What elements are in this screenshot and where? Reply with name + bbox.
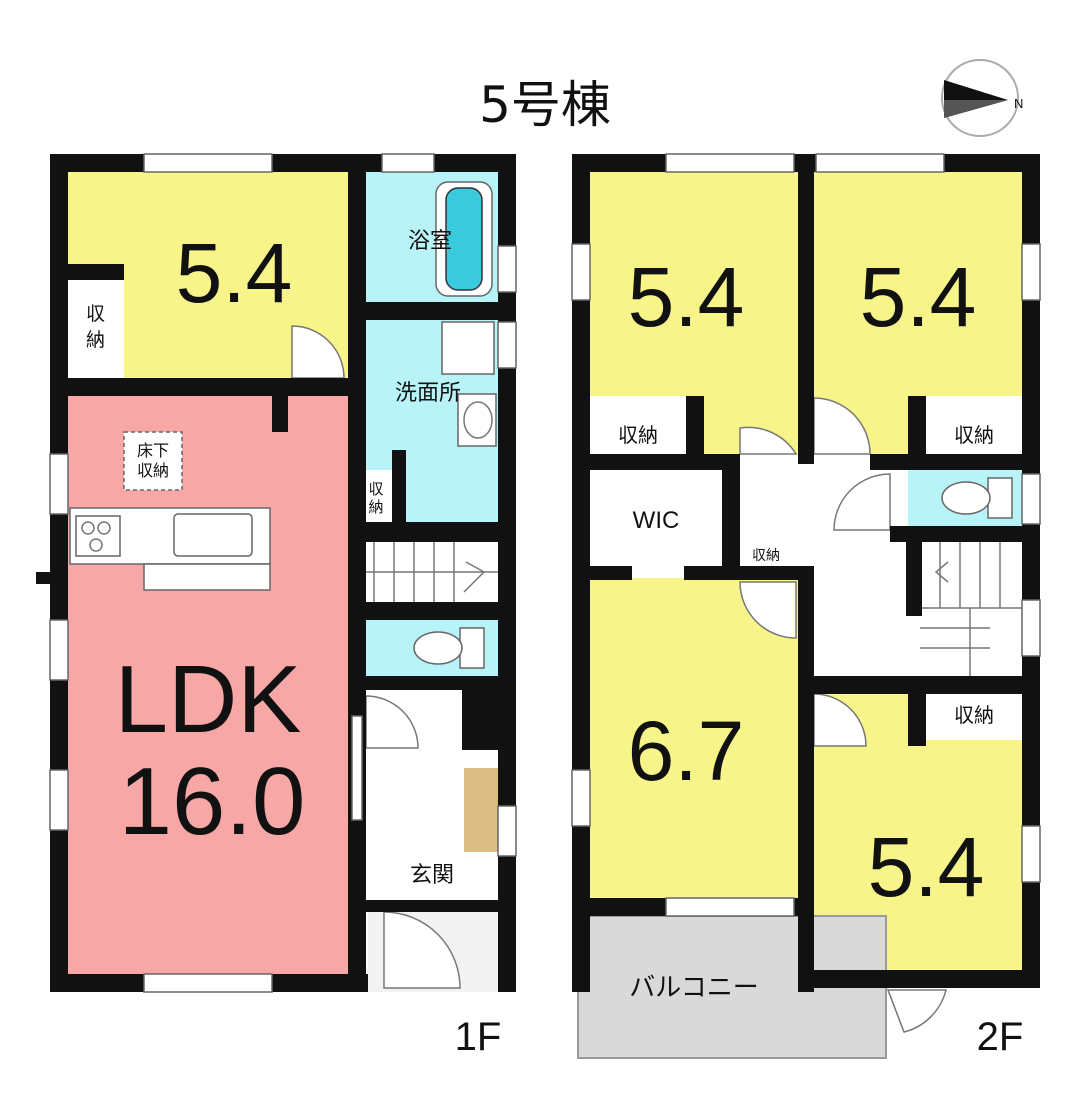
building-title: 5号棟 xyxy=(479,76,611,134)
f1-window-left-2 xyxy=(49,619,69,681)
stove-icon xyxy=(75,515,121,557)
sink-icon xyxy=(173,513,253,557)
f1-bath-label: 浴室 xyxy=(408,229,452,254)
f2-hall-storage xyxy=(738,524,794,568)
f1-entry-step xyxy=(464,768,498,852)
f2-storage-a xyxy=(590,396,686,454)
f1-entrance-label: 玄関 xyxy=(410,863,454,888)
f2-storage-b xyxy=(926,396,1022,454)
f1-level-label: 1F xyxy=(455,1015,502,1059)
washing-machine-spot xyxy=(441,321,495,375)
f1-ldk-name: LDK xyxy=(115,646,302,753)
f1-closet-left-label: 収納 xyxy=(86,303,105,351)
f1-window-bath xyxy=(497,245,517,293)
f2-bedroom-a-size: 5.4 xyxy=(628,250,745,344)
compass-label: N xyxy=(1014,96,1023,111)
f2-window-b-right xyxy=(1021,243,1041,301)
f1-entry-storage-label: 収納 xyxy=(470,701,489,747)
f2-bedroom-d-size: 5.4 xyxy=(868,820,985,914)
f2-bedroom-c-size: 6.7 xyxy=(628,704,745,798)
f1-closet-left xyxy=(68,280,124,378)
f1-bedroom-door xyxy=(291,325,345,379)
f2-window-stairs xyxy=(1021,599,1041,657)
f2-balcony-door xyxy=(886,989,947,1033)
f2-hall-storage-label: 収納 xyxy=(752,548,780,564)
f2-window-a-top xyxy=(665,153,795,173)
f2-bedroom-b-door xyxy=(813,397,871,455)
f2-bedroom-d-door xyxy=(813,693,867,747)
toilet-icon-2f xyxy=(941,477,1013,519)
toilet-icon xyxy=(413,627,485,669)
f1-stair-lines xyxy=(354,542,498,602)
f2-wic xyxy=(590,470,722,568)
f1-window-bath-top xyxy=(381,153,435,173)
f2-wic-label: WIC xyxy=(633,507,680,534)
f2-window-a-left xyxy=(571,243,591,301)
f2-storage-d xyxy=(926,694,1022,740)
f2-bedroom-c-door xyxy=(739,581,797,639)
f2-window-c-left xyxy=(571,769,591,827)
f1-hall-door xyxy=(365,695,419,749)
washbasin-bowl xyxy=(463,401,493,439)
f2-toilet-door xyxy=(833,473,891,531)
f1-ldk-size: 16.0 xyxy=(119,748,306,855)
f1-window-left-3 xyxy=(49,769,69,831)
f2-window-d-right xyxy=(1021,825,1041,883)
f2-stair-lines xyxy=(920,542,1022,676)
f1-washroom-label: 洗面所 xyxy=(395,381,461,406)
f1-window-wash xyxy=(497,321,517,369)
bathtub-water xyxy=(445,187,483,291)
f1-underfloor-label: 床下収納 xyxy=(137,441,169,480)
north-arrow-icon: N xyxy=(941,59,1023,137)
floor-1: 5.4 収納 床下収納 LDK 16.0 浴室 洗面所 収納 収納 玄関 1F xyxy=(36,153,517,1059)
f2-window-wc xyxy=(1021,473,1041,525)
f2-storage-d-label: 収納 xyxy=(954,703,994,727)
f1-counter-ext xyxy=(143,563,271,591)
f2-window-c-bottom xyxy=(665,897,795,917)
f2-level-label: 2F xyxy=(977,1015,1024,1059)
f1-window-left-1 xyxy=(49,453,69,515)
f1-storage-small xyxy=(364,470,392,522)
floor-2: 5.4 5.4 収納 収納 WIC 収納 6.7 収納 5.4 バルコニー 2F xyxy=(571,153,1041,1059)
f2-bedroom-b-size: 5.4 xyxy=(860,250,977,344)
f2-balcony-label: バルコニー xyxy=(629,973,758,1003)
f2-stairs xyxy=(920,542,1022,676)
f2-storage-b-label: 収納 xyxy=(954,423,994,447)
f1-entrance-door xyxy=(383,911,461,989)
f1-sliding-door xyxy=(351,715,363,821)
f2-window-b-top xyxy=(815,153,945,173)
f2-bedroom-a-door xyxy=(739,426,798,455)
f1-window-bottom xyxy=(143,973,273,993)
f1-bedroom-size: 5.4 xyxy=(176,226,293,320)
f1-ldk-room xyxy=(68,396,348,974)
f1-storage-small-label: 収納 xyxy=(368,480,383,516)
f2-storage-a-label: 収納 xyxy=(618,423,658,447)
f1-window-entry xyxy=(497,805,517,857)
f2-bedroom-c xyxy=(590,578,798,900)
f1-window-top xyxy=(143,153,273,173)
f1-underfloor-storage xyxy=(123,431,183,491)
